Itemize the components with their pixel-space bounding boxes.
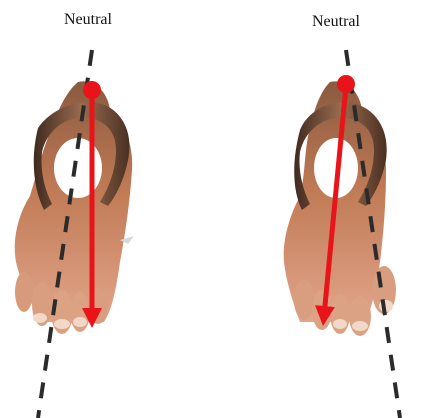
neutral-label-right: Neutral bbox=[312, 13, 361, 30]
foot-illustration-left bbox=[15, 81, 134, 334]
neutral-label-left: Neutral bbox=[64, 11, 113, 28]
marker-dot-right bbox=[337, 75, 355, 93]
marker-dot-left bbox=[83, 81, 101, 99]
right-panel: Neutral bbox=[284, 13, 400, 418]
foot-illustration-right bbox=[284, 81, 396, 336]
left-panel: Neutral bbox=[15, 11, 134, 418]
